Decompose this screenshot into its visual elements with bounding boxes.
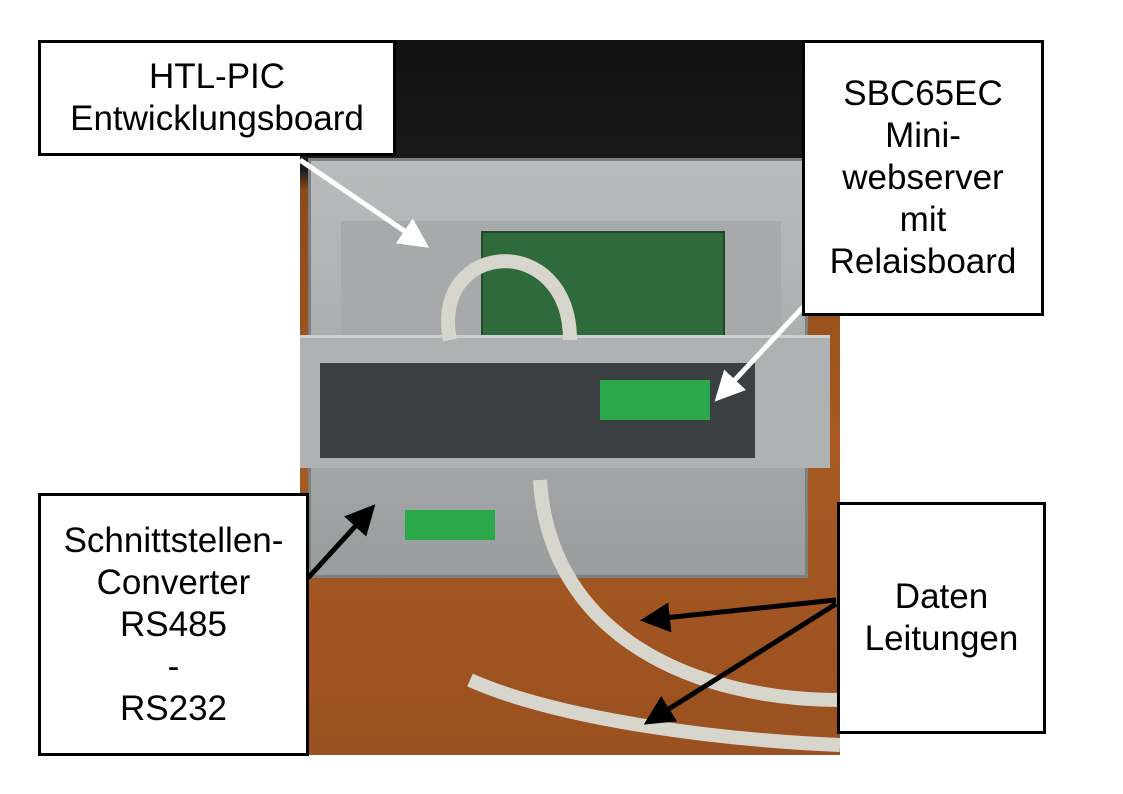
arrow-sbc65ec: [714, 303, 807, 402]
arrow-daten-1: [640, 597, 837, 633]
label-line: Mini-: [885, 116, 961, 155]
arrow-converter: [306, 504, 376, 580]
label-line: Converter: [96, 562, 251, 602]
label-line: -: [167, 646, 180, 686]
label-line: Daten: [894, 577, 989, 616]
label-line: mit: [899, 200, 947, 239]
relay-board: [600, 380, 710, 420]
label-daten-leitungen: Daten Leitungen: [837, 502, 1046, 734]
data-cable-2: [467, 673, 840, 752]
label-htl-pic: HTL-PIC Entwicklungsboard: [38, 40, 396, 156]
arrow-daten-2: [643, 601, 838, 725]
label-line: SBC65EC: [843, 74, 1003, 113]
label-line: Schnittstellen-: [63, 520, 284, 560]
label-line: HTL-PIC: [148, 57, 286, 96]
label-converter: Schnittstellen- Converter RS485 - RS232: [38, 493, 309, 756]
label-line: Relaisboard: [829, 242, 1017, 281]
label-line: webserver: [842, 158, 1004, 197]
pic-board: [481, 231, 725, 345]
label-line: RS485: [119, 604, 228, 644]
label-sbc65ec: SBC65EC Mini- webserver mit Relaisboard: [802, 40, 1044, 316]
cables-layer: [441, 254, 840, 752]
label-line: Entwicklungsboard: [70, 99, 364, 138]
arrow-htl-pic: [298, 157, 430, 248]
data-cable: [533, 479, 840, 707]
label-line: Leitungen: [864, 619, 1019, 658]
serial-cable: [441, 254, 577, 342]
converter-board: [405, 510, 495, 540]
label-line: RS232: [119, 688, 228, 728]
device-photo: [300, 40, 840, 755]
